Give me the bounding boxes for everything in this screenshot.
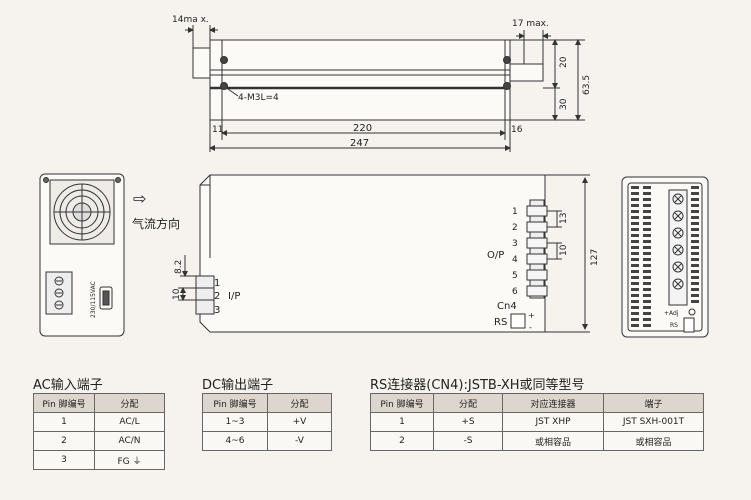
adj-label: +Adj (664, 310, 679, 317)
table-row: 1 +S JST XHP JST SXH-001T (370, 412, 704, 432)
table-cell: 或相容品 (603, 431, 704, 451)
end-rs-label: RS (670, 322, 678, 329)
table-cell: 1~3 (202, 412, 268, 432)
table-header-cell: 对应连接器 (502, 393, 604, 413)
table-cell: 1 (370, 412, 434, 432)
voltage-label: 230/115VAC (90, 281, 97, 318)
table-header-cell: 分配 (94, 393, 165, 413)
table-cell: AC/L (94, 412, 165, 432)
cn4-label: Cn4 (497, 301, 517, 312)
table-row: 2 AC/N (33, 431, 165, 451)
table-cell: 2 (370, 431, 434, 451)
table-header-cell: 分配 (433, 393, 503, 413)
screw-hole (503, 82, 511, 90)
table-row: 1 AC/L (33, 412, 165, 432)
ip-pin-label: 1 (214, 278, 220, 289)
op-pin-label: 1 (512, 207, 518, 217)
table-row: 3 FG ⏚ (33, 450, 165, 470)
dim-8-2-label: 8.2 (174, 260, 184, 274)
screw-spec-label: 4-M3L=4 (238, 93, 279, 103)
rs-connector (683, 317, 695, 333)
dim-220-label: 220 (353, 123, 372, 134)
dim-10-right-label: 10 (559, 244, 569, 256)
rs-plus-label: + (528, 311, 535, 320)
table-cell: JST XHP (502, 412, 604, 432)
ip-pin-label: 3 (214, 305, 220, 316)
table-cell: 1 (33, 412, 95, 432)
table-header-cell: Pin 脚编号 (370, 393, 434, 413)
ip-terminal (195, 275, 215, 315)
table-cell: AC/N (94, 431, 165, 451)
table-header-cell: Pin 脚编号 (33, 393, 95, 413)
table-row: 2 -S 或相容品 或相容品 (370, 431, 704, 451)
table-cell: 4~6 (202, 431, 268, 451)
end-view-terminals (668, 189, 688, 306)
dim-14max-label: 14ma x. (172, 15, 209, 25)
table-cell: 2 (33, 431, 95, 451)
airflow-arrow-icon: ⇨ (133, 189, 146, 208)
table-header-row: Pin 脚编号 分配 (202, 393, 332, 413)
table-cell: -V (267, 431, 332, 451)
table-cell: -S (433, 431, 503, 451)
table-cell: FG ⏚ (94, 450, 165, 470)
table-header-row: Pin 脚编号 分配 (33, 393, 165, 413)
rs-pin-table: Pin 脚编号 分配 对应连接器 端子 1 +S JST XHP JST SXH… (370, 393, 704, 451)
screw-hole (220, 56, 228, 64)
table-cell: 或相容品 (502, 431, 604, 451)
table-row: 1~3 +V (202, 412, 332, 432)
ip-label: I/P (228, 291, 240, 302)
op-pin-label: 4 (512, 255, 518, 265)
dim-16-label: 16 (511, 125, 523, 135)
rs-table-title: RS连接器(CN4):JSTB-XH或同等型号 (370, 378, 585, 393)
dim-30-label: 30 (559, 98, 569, 110)
dim-63-5-label: 63.5 (582, 75, 592, 95)
screw-hole (220, 82, 228, 90)
table-header-cell: Pin 脚编号 (202, 393, 268, 413)
dim-127-label: 127 (590, 249, 600, 266)
vent-slots (631, 186, 699, 327)
voltage-switch (99, 286, 113, 310)
rs-label: RS (494, 317, 507, 328)
op-pin-label: 6 (512, 287, 518, 297)
op-pin-label: 2 (512, 223, 518, 233)
op-pin-label: 5 (512, 271, 518, 281)
dim-247-label: 247 (350, 138, 369, 149)
dim-20-label: 20 (559, 56, 569, 68)
dim-10-left-label: 10 (172, 288, 182, 300)
front-view (39, 173, 125, 337)
dim-11-label: 11 (212, 125, 223, 135)
dc-table-title: DC输出端子 (202, 378, 274, 393)
table-cell: +S (433, 412, 503, 432)
table-cell: +V (267, 412, 332, 432)
top-view-fan-stub (192, 47, 211, 79)
airflow-label: 气流方向 (132, 216, 180, 231)
dc-pin-table: Pin 脚编号 分配 1~3 +V 4~6 -V (202, 393, 332, 451)
table-cell: 3 (33, 450, 95, 470)
ac-pin-table: Pin 脚编号 分配 1 AC/L 2 AC/N 3 FG ⏚ (33, 393, 165, 470)
table-header-row: Pin 脚编号 分配 对应连接器 端子 (370, 393, 704, 413)
ac-table-title: AC输入端子 (33, 378, 103, 393)
dim-13-label: 13 (559, 213, 569, 224)
table-header-cell: 分配 (267, 393, 332, 413)
table-header-cell: 端子 (603, 393, 704, 413)
op-label: O/P (487, 250, 504, 261)
top-view (185, 25, 585, 152)
dim-17max-label: 17 max. (512, 19, 549, 29)
table-row: 4~6 -V (202, 431, 332, 451)
rs-minus-label: - (529, 323, 532, 332)
screw-hole (503, 56, 511, 64)
ip-pin-label: 2 (214, 291, 220, 302)
top-view-terminal-stub (509, 63, 544, 82)
adj-trimmer (688, 308, 696, 316)
table-cell: JST SXH-001T (603, 412, 704, 432)
op-pin-label: 3 (512, 239, 518, 249)
top-view-body (209, 39, 511, 121)
